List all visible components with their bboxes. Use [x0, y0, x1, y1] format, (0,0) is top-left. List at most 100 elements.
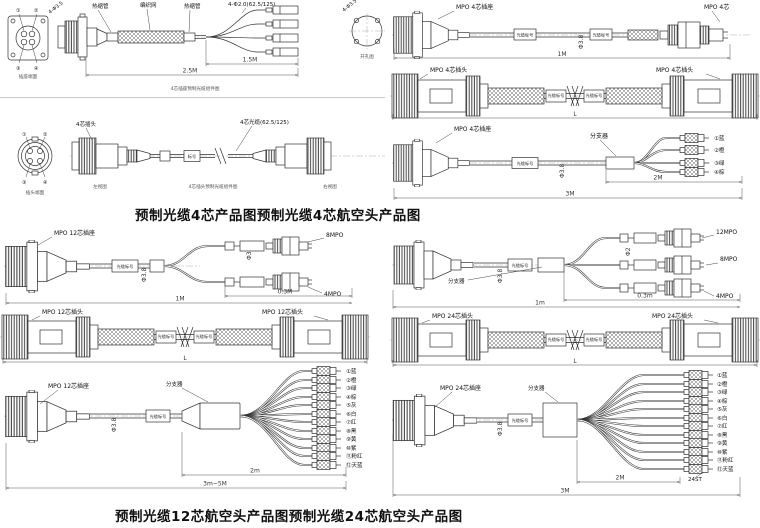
branch-diameter: Φ2 — [625, 247, 632, 256]
dim-total-length: L — [183, 355, 187, 362]
label-splitter: 分支器 — [166, 380, 183, 388]
branch-bottom — [163, 265, 313, 292]
st-connector — [679, 167, 710, 177]
pin-number: ① — [22, 132, 27, 138]
cable-marker: 光缆标号 — [548, 92, 565, 99]
aviation-socket — [4, 390, 90, 443]
st-connector — [311, 409, 342, 419]
mpo-head — [265, 236, 313, 256]
branch-color-label: ⑤灰 — [346, 401, 357, 409]
pin-number: ④ — [34, 66, 39, 72]
branch-color-label: ③绿 — [717, 388, 728, 396]
labels: 热缩管 编织网 热缩管 4-Φ2.0(62.5/125) — [92, 1, 275, 33]
mpo-head — [657, 228, 705, 248]
cable-diameter: Φ3.8 — [141, 268, 148, 282]
cable — [150, 147, 253, 165]
branch-color-label: ④棕 — [717, 397, 728, 405]
st-connector — [683, 438, 714, 448]
dim-total-length: L — [573, 358, 577, 365]
socket-side-view — [57, 13, 206, 61]
branch-color-label: ⑩紫 — [346, 445, 357, 452]
st-connector — [683, 404, 714, 414]
label-braid: 编织网 — [140, 1, 157, 9]
fanout-branches — [576, 370, 714, 474]
st-connector — [311, 366, 342, 376]
fanout-branches — [633, 133, 710, 177]
branch-color-label: ④棕 — [346, 393, 357, 401]
label-plug: 4芯插头 — [76, 120, 96, 128]
cable — [90, 259, 165, 273]
panel-cutout-view: 4-Φ3.5 开孔图 — [341, 0, 385, 60]
st-connector — [311, 375, 342, 385]
dim-branch-length: 2M — [616, 475, 625, 482]
branch-color-label: ③绿 — [346, 384, 357, 392]
cable-marker: 光缆标号 — [586, 336, 603, 343]
branch-color-label: ④棕 — [714, 168, 725, 176]
st-connector — [683, 396, 714, 406]
st-connector — [311, 443, 342, 453]
st-connector — [311, 451, 342, 461]
st-connector — [683, 447, 714, 457]
dimensions: 2M 3M — [393, 170, 743, 200]
label-cable: 4芯光缆(62.5/125) — [240, 118, 289, 126]
pin-number: ② — [43, 132, 48, 138]
dimensions: L — [2, 355, 368, 364]
label-splitter: 分支器 — [448, 277, 465, 285]
cable-diameter: Φ3.8 — [559, 164, 566, 178]
label-right-connector: MPO 4芯插头 — [656, 66, 693, 74]
cable-marker: 光缆标号 — [117, 263, 134, 270]
diagram-patch-4core-plug: 光缆标号 光缆标号 MPO 4芯插头 MPO 4芯插头 L — [390, 66, 760, 120]
face-caption: 插头端面 — [26, 189, 45, 196]
label-heat-shrink-right: 热缩管 — [184, 2, 201, 10]
label-left-connector: MPO 24芯插座 — [440, 384, 481, 392]
branch-color-label: ②橙 — [717, 380, 728, 388]
caption-4core: 预制光缆4芯产品图预制光缆4芯航空头产品图 — [135, 208, 421, 224]
branch-diameter: Φ3 — [246, 251, 253, 260]
st-connector — [683, 464, 714, 474]
branch-top — [163, 236, 313, 267]
dim-total-length: 1m — [535, 300, 545, 307]
mpo-head — [657, 255, 705, 275]
branch-color-label: ⑨黄 — [717, 439, 728, 447]
st-connector — [311, 417, 342, 427]
branch-color-label: ①蓝 — [717, 371, 728, 379]
cable — [470, 28, 659, 41]
cable-with-braid — [106, 30, 206, 44]
hole-dim: 4-Φ3.5 — [48, 0, 65, 15]
dimensions: 0.3m 1m — [392, 272, 741, 309]
label-right-connector: MPO 4芯 — [704, 3, 729, 11]
label-branch-top: 8MPO — [326, 232, 344, 239]
branch-mid — [564, 255, 705, 275]
label-24st: 24ST — [688, 477, 702, 483]
diagram-fanout-4core: 光缆标号 Φ3.8 分支器 MPO 4芯插座 ①蓝 ②橙 ③绿 ④棕 2M 3M — [392, 125, 743, 200]
label-splitter: 分支器 — [528, 384, 545, 392]
face-caption: 插座端面 — [19, 73, 38, 80]
cable-diameter: Φ3.8 — [497, 422, 504, 436]
label-heat-shrink-left: 热缩管 — [92, 2, 109, 10]
st-connector — [683, 430, 714, 440]
dimensions: 1M — [393, 44, 731, 60]
drawing-note: 4芯插头预制光缆组件图 — [189, 183, 238, 190]
aviation-socket — [392, 139, 470, 187]
cable — [470, 157, 606, 169]
plug-right — [252, 137, 332, 175]
dim-branch-length: 1.5M — [243, 57, 258, 64]
cable-marker: 光缆标号 — [150, 413, 167, 420]
branch-color-label: ⑥白 — [717, 414, 727, 422]
dim-branch-length: 0.3m — [637, 293, 653, 300]
st-connector — [683, 379, 714, 389]
st-connector — [679, 158, 710, 168]
dim-total-length: 2.5M — [183, 68, 198, 75]
st-connector — [311, 434, 342, 444]
pin-number: ② — [34, 8, 39, 14]
label-splitter: 分支器 — [590, 132, 608, 140]
diagram-jumper-4core: ① ② ③ ④ 插头端面 标号 4芯插头 4芯光缆(62.5/125) 左视图 … — [17, 118, 385, 196]
branch-color-label: ③绿 — [714, 159, 725, 167]
diagram-patch-24core-plug: 光缆标号 光缆标号 MPO 24芯插头 MPO 24芯插头 L — [390, 312, 760, 367]
plug-face-view: ① ② ③ ④ 插头端面 — [17, 132, 53, 196]
section-divider — [0, 97, 385, 98]
fanout-branches — [205, 5, 299, 57]
st-connector — [311, 426, 342, 436]
label-left-connector: MPO 12芯插座 — [54, 229, 95, 237]
